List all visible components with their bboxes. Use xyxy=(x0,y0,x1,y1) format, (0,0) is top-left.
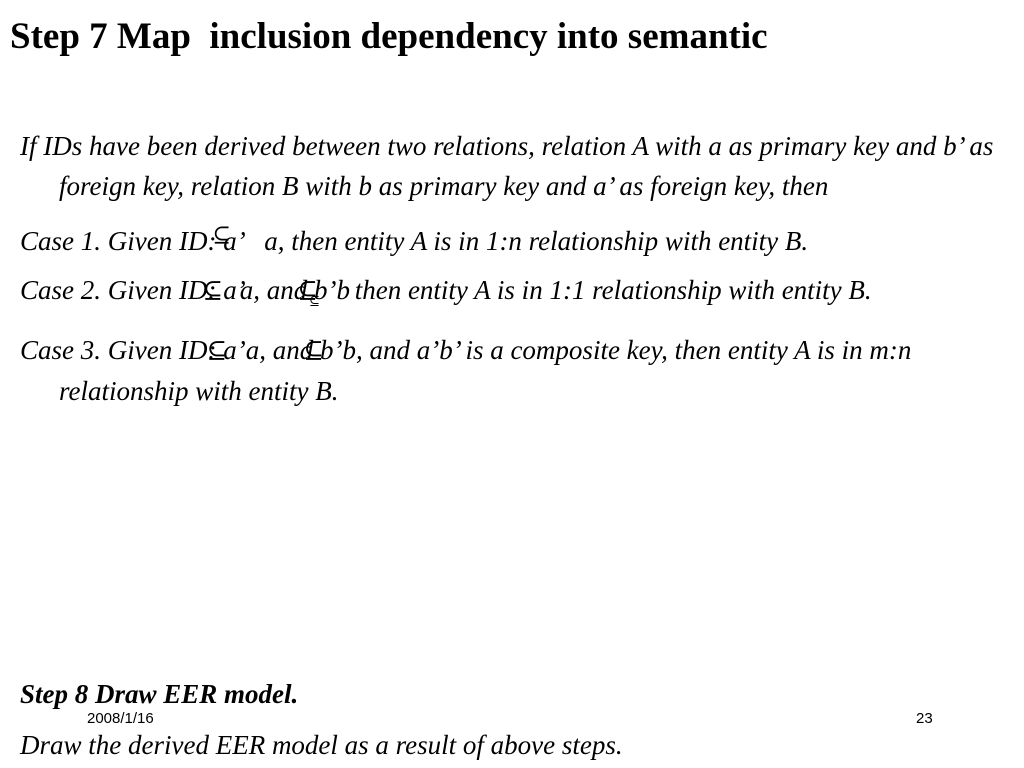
case-2-text-3: b xyxy=(336,275,350,305)
intro-paragraph: If IDs have been derived between two rel… xyxy=(20,131,994,201)
page-number: 23 xyxy=(916,710,933,727)
case-2-text-1: Case 2. Given ID: a’ xyxy=(20,275,246,305)
case-1-text-end: a, then entity A is in 1:n relationship … xyxy=(257,226,809,256)
slide-title: Step 7 Map inclusion dependency into sem… xyxy=(10,16,768,57)
slide-body: If IDs have been derived between two rel… xyxy=(20,126,1016,420)
step-8-text: Draw the derived EER model as a result o… xyxy=(20,730,623,760)
case-2-text-2: a, and b’ xyxy=(239,275,337,305)
case-1-paragraph: Case 1. Given ID: a’ ⊆ a, then entity A … xyxy=(20,222,809,256)
case-2-text-4: then entity A is in 1:1 relationship wit… xyxy=(347,275,872,305)
footer-date: 2008/1/16 xyxy=(87,710,154,727)
case-3-text-2: a, and b’ xyxy=(245,335,343,365)
case-2-paragraph: Case 2. Given ID: a’⊆a, and b’⊆b⊆ then e… xyxy=(20,275,872,308)
case-3-text-3: b, and a’b’ is a composite key, then ent… xyxy=(59,335,912,406)
step-8-heading: Step 8 Draw EER model. xyxy=(20,679,299,709)
case-3-paragraph: Case 3. Given ID: a’⊆a, and b’⊆b, and a’… xyxy=(20,335,912,406)
case-1-text-start: Case 1. Given ID: a’ xyxy=(20,226,250,256)
case-3-text-1: Case 3. Given ID: a’ xyxy=(20,335,246,365)
